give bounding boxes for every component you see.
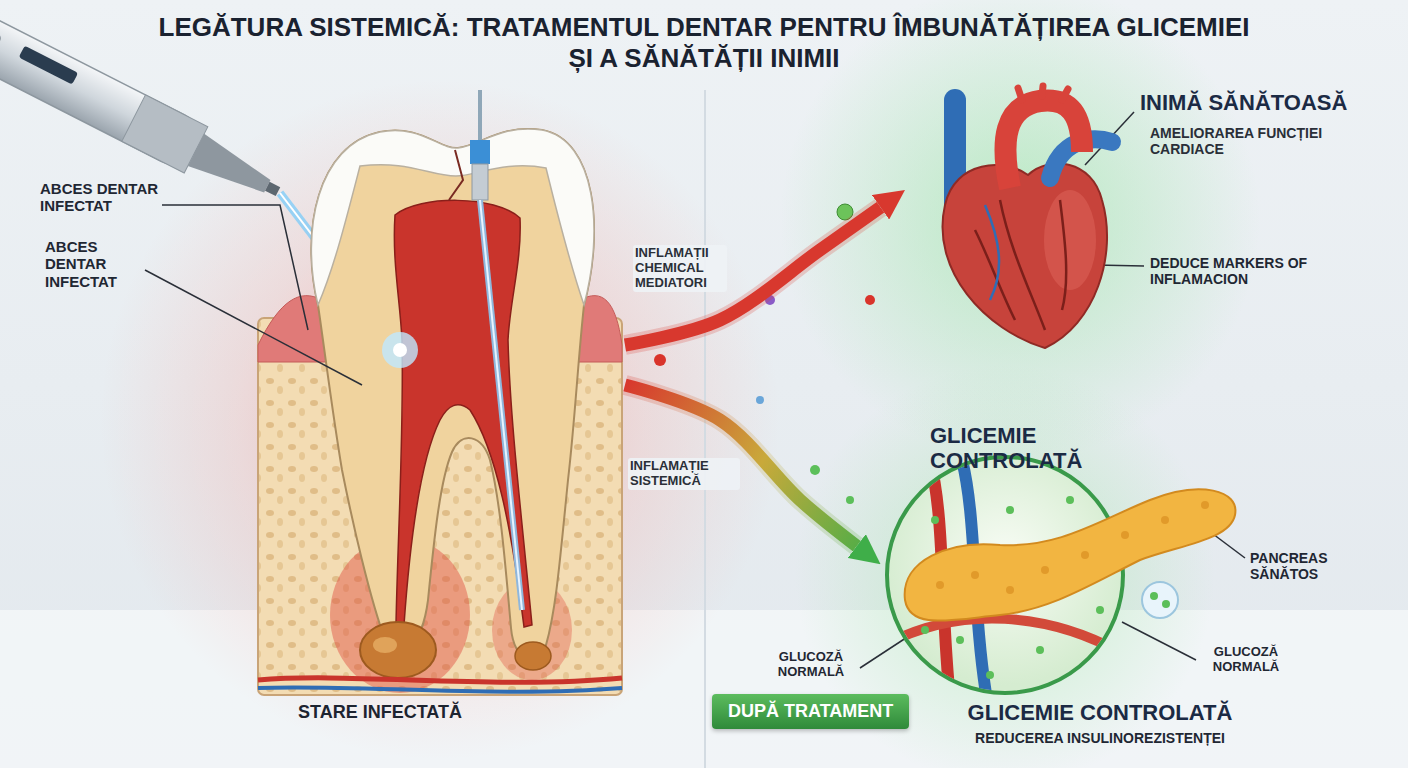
node-heading: DUPĂ TRATAMENT <box>728 701 893 722</box>
connector-label: INFLAMAȚIE SISTEMICĂ <box>628 458 740 490</box>
pancreas-illustration <box>931 516 939 524</box>
arrow-body <box>625 207 880 345</box>
leader-line <box>145 112 1245 668</box>
callout-label: DEDUCE MARKERS OF INFLAMACION <box>1150 255 1325 287</box>
heart-figure: INIMĂ SĂNĂTOASĂ AMELIORAREA FUNCȚIEI CARD… <box>905 85 1355 350</box>
endodontic-file <box>478 90 482 140</box>
tooth-cross-section <box>373 637 397 653</box>
tooth-cross-section <box>515 642 551 670</box>
tooth-cross-section <box>258 129 622 695</box>
tooth-cross-section <box>382 332 418 368</box>
heart-illustration <box>1044 190 1096 290</box>
pancreas-illustration <box>1096 606 1104 614</box>
node-subtitle: AMELIORAREA FUNCȚIEI CARDIACE <box>1150 125 1350 157</box>
tooth-figure: STARE INFECTATĂ <box>255 120 625 745</box>
pancreas-illustration <box>885 619 1125 655</box>
arrow-glow <box>625 385 857 546</box>
diagram-title: LEGĂTURA SISTEMICĂ: TRATAMENTUL DENTAR P… <box>150 12 1258 74</box>
pancreas-illustration <box>885 457 1235 700</box>
particle <box>654 354 666 366</box>
pancreas-illustration <box>1036 646 1044 654</box>
callout-label: GLUCOZĂ NORMALĂ <box>765 650 857 680</box>
heart-illustration <box>943 164 1108 348</box>
pancreas-illustration <box>971 571 979 579</box>
tooth-cross-section <box>311 129 594 659</box>
endodontic-file <box>480 200 522 610</box>
endodontic-file <box>470 140 490 164</box>
laser-handpiece <box>188 134 276 202</box>
heart-illustration <box>1005 100 1082 188</box>
tooth-cross-section <box>258 678 622 682</box>
pancreas-illustration <box>1162 600 1170 608</box>
pancreas-illustration <box>921 626 929 634</box>
laser-handpiece <box>19 46 78 85</box>
background <box>704 90 706 768</box>
endodontic-file <box>470 90 522 610</box>
particle <box>865 295 875 305</box>
tooth-cross-section <box>258 687 622 691</box>
arrow-body <box>625 385 857 546</box>
callout-label: PANCREAS SĂNĂTOS <box>1250 550 1365 582</box>
pancreas-illustration <box>936 581 944 589</box>
pancreas-illustration <box>1150 592 1158 600</box>
pancreas-illustration <box>921 496 1104 679</box>
callout-label: GLUCOZĂ NORMALĂ <box>1200 645 1292 675</box>
pancreas-illustration <box>956 636 964 644</box>
laser-handpiece <box>265 182 280 196</box>
node-heading: INIMĂ SĂNĂTOASĂ <box>1140 90 1355 115</box>
result-note: REDUCEREA INSULINOREZISTENȚEI <box>945 730 1255 746</box>
leader-line <box>145 270 362 385</box>
tooth-cross-section <box>393 343 407 357</box>
inflammation-arrow <box>625 207 880 345</box>
callout-label: ABCES DENTAR INFECTAT <box>45 238 140 290</box>
pancreas-illustration <box>1201 501 1209 509</box>
inflammation-arrow <box>625 385 857 546</box>
tooth-cross-section <box>394 200 532 627</box>
heart-illustration <box>975 200 1066 330</box>
stage-badge: DUPĂ TRATAMENT <box>712 694 909 729</box>
pancreas-illustration <box>936 501 1209 594</box>
laser-handpiece <box>0 30 3 46</box>
pancreas-illustration <box>905 489 1236 620</box>
pancreas-illustration <box>1006 506 1014 514</box>
node-heading: STARE INFECTATĂ <box>255 702 505 723</box>
node-heading: GLICEMIE CONTROLATĂ <box>930 423 1190 474</box>
pancreas-illustration <box>1041 566 1049 574</box>
pancreas-illustration <box>1066 496 1074 504</box>
pancreas-illustration <box>1121 531 1129 539</box>
heart-illustration <box>985 205 999 300</box>
tooth-cross-section <box>449 150 463 200</box>
tooth-cross-section <box>360 622 436 678</box>
particle <box>846 496 854 504</box>
endodontic-file <box>480 200 522 610</box>
pancreas-illustration <box>986 671 994 679</box>
pancreas-illustration <box>1142 582 1178 618</box>
pancreas-illustration <box>1081 551 1089 559</box>
callout-label: ABCES DENTAR INFECTAT <box>40 180 190 215</box>
leader-line <box>1122 622 1196 660</box>
pancreas-illustration <box>1006 586 1014 594</box>
heart-illustration <box>1018 86 1068 100</box>
endodontic-file <box>472 164 488 200</box>
pancreas-illustration <box>1161 516 1169 524</box>
pancreas-circle: GLICEMIE CONTROLATĂ <box>880 420 1190 700</box>
heart-illustration <box>943 86 1112 348</box>
particle <box>756 396 764 404</box>
particle <box>810 465 820 475</box>
connector-label: INFLAMAȚII CHEMICAL MEDIATORI <box>633 245 727 292</box>
arrow-glow <box>625 207 880 345</box>
leader-line <box>162 205 308 330</box>
result-heading: GLICEMIE CONTROLATĂ <box>955 700 1245 725</box>
